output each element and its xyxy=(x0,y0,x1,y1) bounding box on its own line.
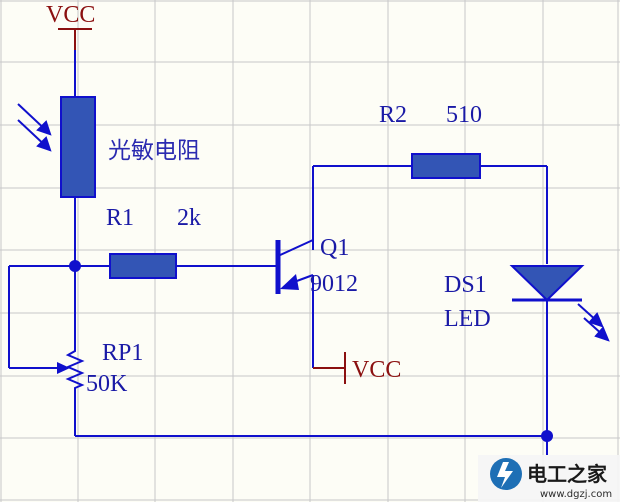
q1-name-label: Q1 xyxy=(320,235,349,261)
led-ds1: DS1 LED xyxy=(444,265,610,342)
vcc-top-label: VCC xyxy=(46,2,95,28)
watermark-url: www.dgzj.com xyxy=(540,489,612,500)
photoresistor: 光敏电阻 xyxy=(17,96,200,198)
junction-r1 xyxy=(69,260,81,272)
r1-name-label: R1 xyxy=(106,205,134,231)
emission-arrows-icon xyxy=(577,303,610,342)
emitter-arrow-icon xyxy=(280,274,299,290)
ds1-value-label: LED xyxy=(444,306,491,332)
resistor-r1: R1 2k xyxy=(106,205,201,279)
vcc-top-symbol: VCC xyxy=(46,2,95,50)
ds1-name-label: DS1 xyxy=(444,272,487,298)
wiper-arrow-icon xyxy=(57,362,70,374)
rp1-value-label: 50K xyxy=(86,371,128,397)
r2-name-label: R2 xyxy=(379,102,407,128)
resistor-r2: R2 510 xyxy=(379,102,482,179)
junction-ground xyxy=(541,430,553,442)
r2-value-label: 510 xyxy=(446,102,482,128)
watermark-title: 电工之家 xyxy=(527,462,608,486)
q1-value-label: 9012 xyxy=(310,271,358,297)
watermark: 电工之家 www.dgzj.com xyxy=(478,455,620,502)
light-arrows-icon xyxy=(17,103,52,152)
transistor-q1: Q1 9012 xyxy=(275,235,358,297)
rp1-name-label: RP1 xyxy=(102,340,143,366)
r1-value-label: 2k xyxy=(177,205,201,231)
potentiometer-rp1: RP1 50K xyxy=(57,340,143,397)
ldr-label: 光敏电阻 xyxy=(108,138,200,164)
junctions xyxy=(69,260,553,442)
vcc-emitter-symbol: VCC xyxy=(313,352,401,384)
vcc-emitter-label: VCC xyxy=(352,357,401,383)
